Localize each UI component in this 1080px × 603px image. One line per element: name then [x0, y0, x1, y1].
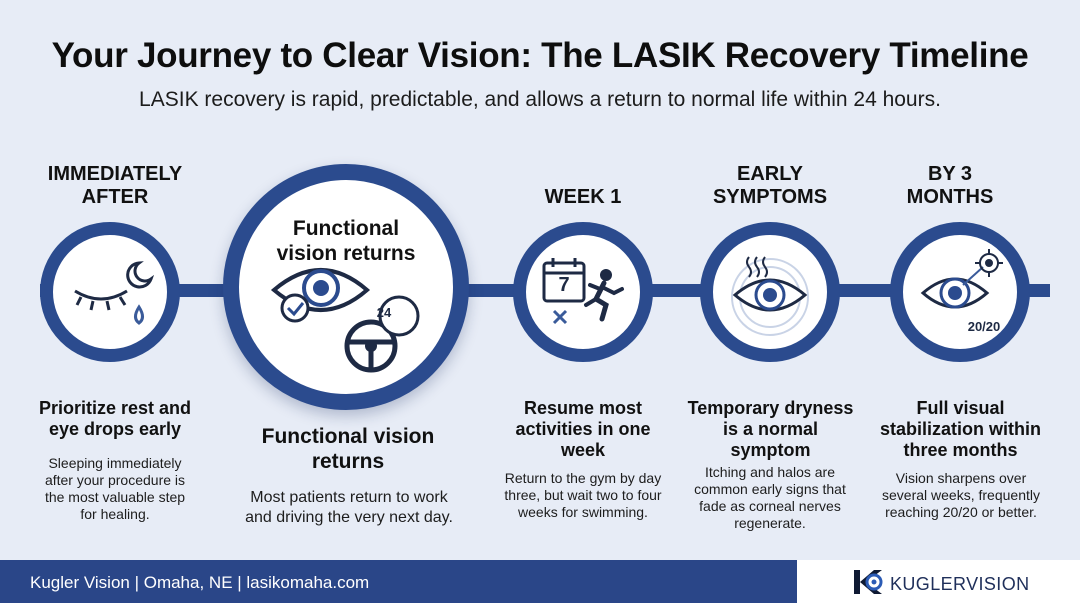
brand-name: KUGLERVISION [890, 574, 1030, 594]
page-title: Your Journey to Clear Vision: The LASIK … [51, 36, 1029, 75]
page-subtitle: LASIK recovery is rapid, predictable, an… [139, 88, 941, 111]
clock-24-label: 24 [376, 305, 392, 320]
crosshair-icon [975, 249, 1003, 277]
stage-description-functional-vision: Most patients return to work and driving… [245, 489, 453, 526]
stage-heading-early-symptoms: Temporary dryness is a normal symptom [687, 398, 854, 460]
moon-icon [126, 261, 155, 289]
stage-label-functional-vision: Functional vision returns [276, 217, 416, 265]
stage-circle-week-1: 7 [513, 222, 653, 362]
eye-halo-icon [731, 256, 809, 336]
stage-heading-by-3-months: Full visual stabilization within three m… [880, 398, 1041, 460]
calendar-icon [542, 258, 624, 325]
vision-score-badge: 20/20 [967, 319, 1001, 334]
stage-label-immediately-after: IMMEDIATELY AFTER [47, 163, 183, 208]
footer-bar [0, 560, 797, 603]
stage-circle-immediately-after [40, 222, 180, 362]
eye-drop-icon [134, 304, 144, 325]
closed-eye-icon [74, 261, 155, 325]
stage-label-week-1: WEEK 1 [544, 186, 622, 208]
eye-target-icon [920, 249, 1003, 309]
stage-circle-by-3-months: 20/20 [890, 222, 1030, 362]
brand-logo-icon [854, 570, 883, 594]
stage-circle-early-symptoms [700, 222, 840, 362]
stage-description-early-symptoms: Itching and halos are common early signs… [694, 464, 846, 531]
stage-circle-functional-vision: Functional vision returns 24 [223, 164, 469, 410]
stage-description-immediately-after: Sleeping immediately after your procedur… [44, 455, 186, 522]
eye-check-icon [270, 268, 420, 373]
stage-label-by-3-months: BY 3 MONTHS [906, 163, 994, 208]
stage-heading-immediately-after: Prioritize rest and eye drops early [38, 398, 192, 439]
heat-waves-icon [746, 256, 768, 278]
calendar-day: 7 [558, 274, 570, 296]
steering-wheel-icon [344, 319, 398, 373]
stage-heading-week-1: Resume most activities in one week [515, 398, 651, 460]
stage-description-by-3-months: Vision sharpens over several weeks, freq… [882, 470, 1040, 520]
footer-brand-area [797, 560, 1080, 603]
stage-heading-functional-vision: Functional vision returns [261, 425, 435, 473]
stage-label-early-symptoms: EARLY SYMPTOMS [712, 163, 828, 208]
runner-icon [584, 269, 624, 322]
clock-24-icon [378, 295, 420, 337]
cross-icon [552, 309, 568, 325]
footer-contact: Kugler Vision | Omaha, NE | lasikomaha.c… [30, 573, 370, 592]
stage-description-week-1: Return to the gym by day three, but wait… [504, 470, 662, 520]
